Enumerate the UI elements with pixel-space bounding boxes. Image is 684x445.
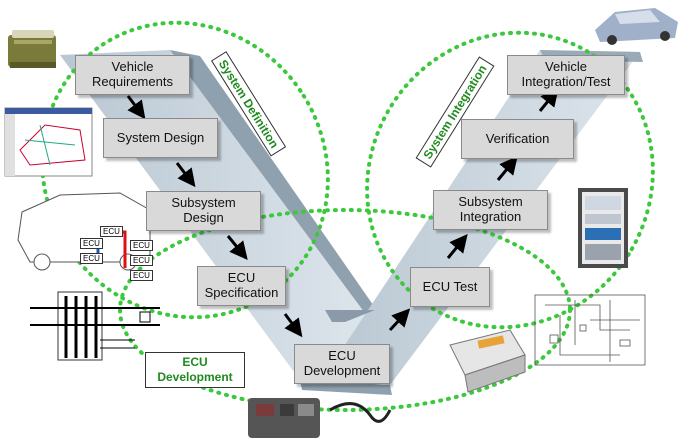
step-system-design: System Design — [103, 118, 218, 158]
ecu-tag: ECU — [80, 253, 103, 264]
car-photo-image — [595, 8, 678, 45]
step-ecu-test: ECU Test — [410, 267, 490, 307]
schematic-image — [534, 294, 646, 366]
arrow-subsystem-design-to-ecu-spec — [226, 235, 248, 260]
arrow-verification-to-vehicle-integration — [538, 88, 559, 112]
book-icon — [8, 30, 56, 68]
arrow-ecu-test-to-subsystem-integration — [446, 234, 468, 259]
step-ecu-specification: ECU Specification — [197, 266, 286, 306]
step-subsystem-design: Subsystem Design — [146, 191, 261, 231]
car-wiring-sketch-image — [17, 192, 151, 271]
cad-screenshot-image — [4, 107, 93, 177]
step-ecu-development: ECU Development — [294, 344, 390, 384]
arrow-requirements-to-system-design — [126, 95, 146, 120]
ecu-board-image — [248, 398, 392, 438]
ecu-hardware-box-image — [449, 329, 526, 393]
arrow-ecu-spec-to-ecu-development — [283, 313, 303, 338]
phase-label-ecu-development: ECU Development — [145, 352, 245, 388]
harness-drawing-image — [30, 291, 160, 361]
step-verification: Verification — [461, 119, 574, 159]
arrow-system-design-to-subsystem-design — [175, 162, 196, 188]
step-vehicle-integration-test: Vehicle Integration/Test — [507, 55, 625, 95]
ecu-tag: ECU — [130, 270, 153, 281]
ecu-tag: ECU — [80, 238, 103, 249]
step-vehicle-requirements: Vehicle Requirements — [75, 55, 190, 95]
ecu-tag: ECU — [100, 226, 123, 237]
system-integration-loop — [365, 30, 655, 330]
arrow-subsystem-integration-to-verification — [496, 156, 518, 181]
arrow-ecu-development-to-ecu-test — [388, 308, 411, 332]
test-rack-photo-image — [578, 188, 628, 268]
step-subsystem-integration: Subsystem Integration — [433, 190, 548, 230]
ecu-tag: ECU — [130, 240, 153, 251]
flow-arrows — [126, 88, 559, 338]
ecu-tag: ECU — [130, 255, 153, 266]
